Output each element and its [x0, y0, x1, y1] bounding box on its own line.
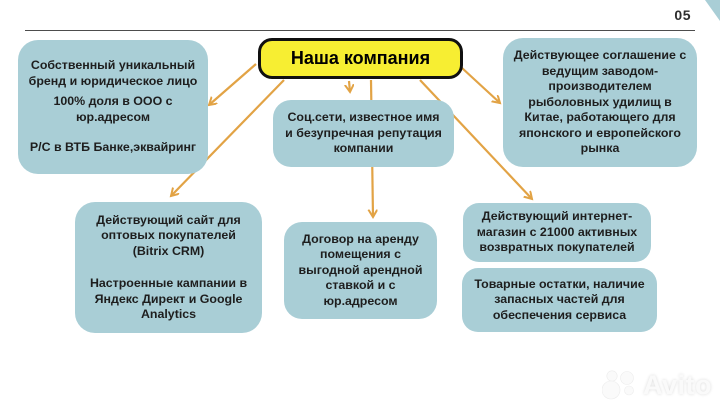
box-shop-text: Действующий интернет-магазин с 21000 акт…	[476, 209, 638, 255]
center-node-company: Наша компания	[258, 38, 463, 79]
avito-logo-icon	[602, 370, 634, 400]
page-number: 05	[674, 7, 691, 23]
avito-wordmark: Avito	[643, 369, 712, 400]
box-social-text: Соц.сети, известное имя и безупречная ре…	[285, 110, 442, 156]
box-lease-text: Договор на аренду помещения с выгодной а…	[298, 231, 423, 308]
box-brand-line-1: Собственный уникальный бренд и юридическ…	[28, 58, 198, 88]
avito-watermark: Avito	[602, 369, 712, 401]
box-website-marketing: Действующий сайт для оптовых покупателей…	[75, 202, 262, 333]
box-brand-line-3: Р/С в ВТБ Банке,эквайринг	[29, 140, 197, 155]
arrow-to-social	[349, 80, 350, 92]
arrow-to-factory	[461, 67, 500, 103]
box-site-line-1: Действующий сайт для оптовых покупателей…	[96, 212, 241, 258]
box-brand-legal: Собственный уникальный бренд и юридическ…	[18, 40, 208, 174]
box-factory-agreement: Действующее соглашение с ведущим заводом…	[503, 38, 697, 167]
box-lease-contract: Договор на аренду помещения с выгодной а…	[284, 222, 437, 319]
header-divider	[25, 30, 695, 31]
center-node-label: Наша компания	[290, 48, 431, 68]
box-online-shop: Действующий интернет-магазин с 21000 акт…	[463, 203, 651, 262]
arrow-to-brand	[209, 63, 257, 105]
box-brand-line-2: 100% доля в ООО с юр.адресом	[53, 94, 173, 124]
box-stock-text: Товарные остатки, наличие запасных часте…	[474, 276, 645, 322]
box-stock-spares: Товарные остатки, наличие запасных часте…	[462, 268, 657, 332]
box-social-reputation: Соц.сети, известное имя и безупречная ре…	[273, 100, 454, 167]
box-site-line-2: Настроенные кампании в Яндекс Директ и G…	[89, 276, 248, 321]
box-factory-text: Действующее соглашение с ведущим заводом…	[513, 48, 687, 156]
arrow-to-site	[171, 79, 285, 196]
arrow-to-shop	[419, 79, 532, 199]
